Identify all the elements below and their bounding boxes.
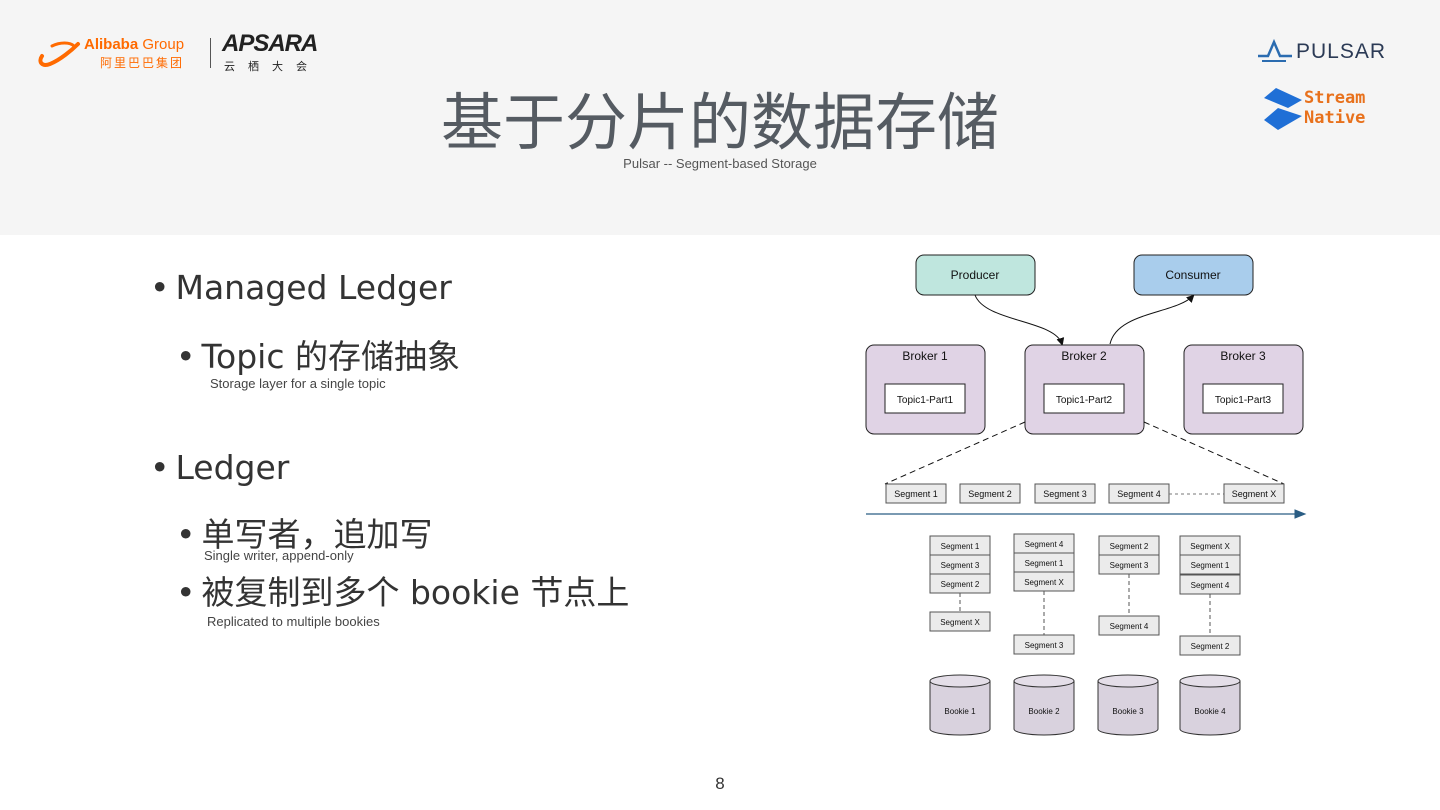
bookie-3-label: Bookie 3 xyxy=(1112,707,1144,716)
bookie-2-label: Bookie 2 xyxy=(1028,707,1060,716)
timeline-segment-3: Segment 3 xyxy=(1034,483,1096,504)
bullet-replicated: •被复制到多个 bookie 节点上 xyxy=(176,573,630,612)
page-title: 基于分片的数据存储 xyxy=(440,86,999,159)
apsara-logo: APSARA 云栖大会 xyxy=(222,30,332,74)
bookie-4-segment-label: Segment 1 xyxy=(1191,561,1230,570)
bullet-single-writer: •单写者，追加写 xyxy=(176,515,433,554)
bookie-3-segment-label: Segment 3 xyxy=(1110,561,1149,570)
streamnative-wordmark: Stream Native xyxy=(1304,88,1366,128)
alibaba-cn-wordmark: 阿里巴巴集团 xyxy=(100,56,185,70)
header-band: Alibaba Group 阿里巴巴集团 APSARA 云栖大会 基于分片的数据… xyxy=(0,0,1440,235)
bookie-1-label: Bookie 1 xyxy=(944,707,976,716)
page-subtitle: Pulsar -- Segment-based Storage xyxy=(623,156,817,171)
bookie-3-stack: Segment 2 Segment 3 Segment 4 xyxy=(1098,535,1160,636)
timeline-segment-x: Segment X xyxy=(1223,483,1285,504)
produce-arrow xyxy=(974,294,1065,346)
note-single-writer: Single writer, append-only xyxy=(204,548,354,563)
bookie-2-disk: Bookie 2 xyxy=(1013,674,1075,736)
note-replicated: Replicated to multiple bookies xyxy=(207,614,380,629)
consume-arrow xyxy=(1109,294,1195,345)
timeline-segment-x-label: Segment X xyxy=(1232,489,1277,499)
logo-divider xyxy=(210,38,211,68)
bookie-4-segment-label: Segment X xyxy=(1190,542,1230,551)
streamnative-logo: Stream Native xyxy=(1262,86,1382,136)
pulsar-logo: PULSAR xyxy=(1256,36,1396,70)
timeline-segment-4: Segment 4 xyxy=(1108,483,1170,504)
bullet-ledger: •Ledger xyxy=(150,448,290,487)
bullet-topic-storage: •Topic 的存储抽象 xyxy=(176,337,460,376)
bookie-1-segment-label: Segment 2 xyxy=(941,580,980,589)
apsara-wordmark: APSARA xyxy=(222,30,318,57)
broker-2-topic: Topic1-Part2 xyxy=(1056,395,1113,406)
broker-1-topic: Topic1-Part1 xyxy=(897,395,954,406)
bookie-4-segment-label: Segment 2 xyxy=(1191,642,1230,651)
timeline-segment-2: Segment 2 xyxy=(959,483,1021,504)
bookie-1-segment-label: Segment 1 xyxy=(941,542,980,551)
timeline-segment-1-label: Segment 1 xyxy=(894,489,938,499)
alibaba-group-logo: Alibaba Group 阿里巴巴集团 xyxy=(36,34,206,70)
pulsar-icon xyxy=(1258,38,1292,62)
broker-1-label: Broker 1 xyxy=(902,349,948,363)
expand-line-right xyxy=(1143,421,1285,485)
expand-line-left xyxy=(884,421,1026,485)
producer-label: Producer xyxy=(951,268,1000,282)
bookie-1-stack: Segment 1 Segment 3 Segment 2 Segment X xyxy=(929,535,991,632)
broker-3-topic: Topic1-Part3 xyxy=(1215,395,1272,406)
bookie-2-stack: Segment 4 Segment 1 Segment X Segment 3 xyxy=(1013,533,1075,655)
timeline-segment-1: Segment 1 xyxy=(885,483,947,504)
bookie-2-segment-label: Segment 3 xyxy=(1025,641,1064,650)
bookie-3-segment-label: Segment 4 xyxy=(1110,622,1149,631)
bookie-2-segment-label: Segment 1 xyxy=(1025,559,1064,568)
streamnative-icon xyxy=(1264,88,1302,130)
alibaba-smile-icon xyxy=(38,41,80,67)
bookie-4-segment-label: Segment 4 xyxy=(1191,581,1230,590)
note-topic-storage: Storage layer for a single topic xyxy=(210,376,386,391)
broker-1: Broker 1 Topic1-Part1 xyxy=(865,344,986,435)
bookie-4-stack: Segment X Segment 1 Segment 4 Segment 2 xyxy=(1179,535,1241,656)
bookie-2-segment-label: Segment X xyxy=(1024,578,1064,587)
timeline-segment-2-label: Segment 2 xyxy=(968,489,1012,499)
bookie-2-segment-label: Segment 4 xyxy=(1025,540,1064,549)
broker-2-label: Broker 2 xyxy=(1061,349,1107,363)
bookie-1-segment-label: Segment 3 xyxy=(941,561,980,570)
broker-2: Broker 2 Topic1-Part2 xyxy=(1024,344,1145,435)
timeline-segment-3-label: Segment 3 xyxy=(1043,489,1087,499)
segment-storage-diagram: Producer Consumer Broker 1 Topic1-Part1 … xyxy=(865,254,1307,736)
bookie-1-segment-label: Segment X xyxy=(940,618,980,627)
pulsar-wordmark: PULSAR xyxy=(1296,40,1387,63)
broker-3-label: Broker 3 xyxy=(1220,349,1266,363)
bookie-1-disk: Bookie 1 xyxy=(929,674,991,736)
bookie-3-segment-label: Segment 2 xyxy=(1110,542,1149,551)
consumer-label: Consumer xyxy=(1165,268,1220,282)
bookie-3-disk: Bookie 3 xyxy=(1097,674,1159,736)
broker-3: Broker 3 Topic1-Part3 xyxy=(1183,344,1304,435)
apsara-cn-wordmark: 云栖大会 xyxy=(224,61,320,73)
bookie-4-label: Bookie 4 xyxy=(1194,707,1226,716)
page-number: 8 xyxy=(715,774,725,793)
timeline-segment-4-label: Segment 4 xyxy=(1117,489,1161,499)
bookie-4-disk: Bookie 4 xyxy=(1179,674,1241,736)
alibaba-wordmark: Alibaba Group xyxy=(84,36,185,53)
bullet-managed-ledger: •Managed Ledger xyxy=(150,268,452,307)
